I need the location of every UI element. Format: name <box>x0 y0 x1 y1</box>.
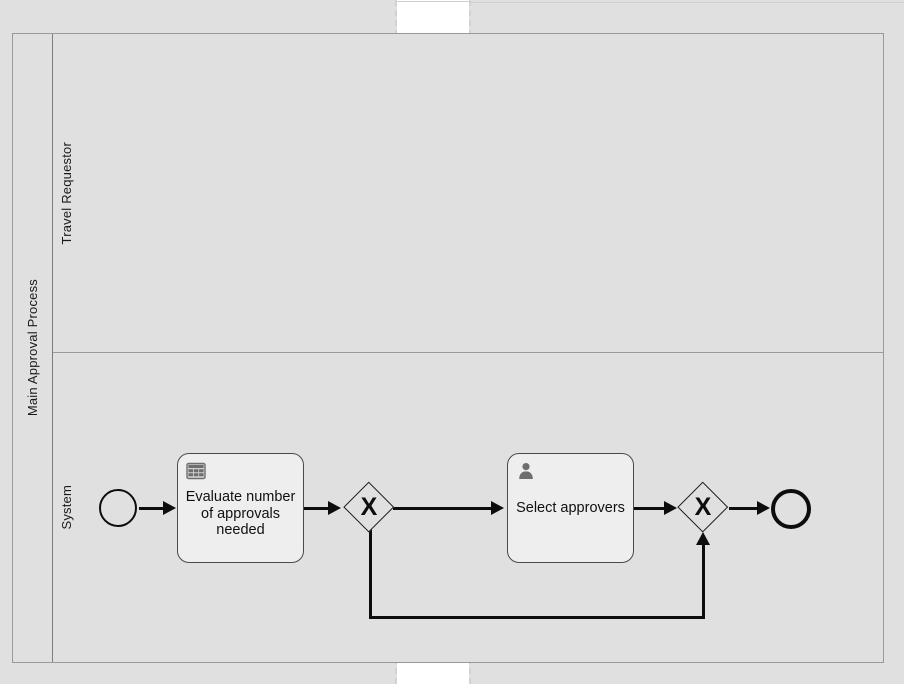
flow-gateway1-to-select-arrow <box>491 501 504 515</box>
flow-select-to-gateway2-line <box>634 507 666 510</box>
flow-start-to-evaluate-arrow <box>163 501 176 515</box>
end-event[interactable] <box>771 489 811 529</box>
flow-evaluate-to-gateway1-line <box>304 507 330 510</box>
exclusive-gateway-2[interactable]: X <box>677 481 729 533</box>
gateway-2-x-marker: X <box>694 492 712 521</box>
task-select-approvers[interactable]: Select approvers <box>507 453 634 563</box>
lane-divider <box>53 352 883 353</box>
flow-loopback-across <box>369 616 705 619</box>
flow-select-to-gateway2-arrow <box>664 501 677 515</box>
gateway-1-x-marker: X <box>360 492 378 521</box>
lane-header-travel-requestor: Travel Requestor <box>53 34 79 352</box>
pool-header: Main Approval Process <box>13 34 53 662</box>
page-top-rule-left <box>397 1 469 2</box>
lane-header-system: System <box>53 353 79 662</box>
lane-travel-requestor[interactable] <box>53 34 883 352</box>
flow-loopback-up <box>702 545 705 617</box>
lane-label-travel-requestor: Travel Requestor <box>58 141 74 245</box>
flow-gateway2-to-end-arrow <box>757 501 770 515</box>
pool-main-approval-process[interactable]: Main Approval Process Travel Requestor S… <box>12 33 884 663</box>
start-event[interactable] <box>99 489 137 527</box>
task-evaluate-approvals-label: Evaluate number of approvals needed <box>185 488 296 539</box>
flow-loopback-down <box>369 527 372 618</box>
page-top-rule <box>469 2 904 3</box>
exclusive-gateway-1[interactable]: X <box>343 481 395 533</box>
business-rule-table-icon <box>186 462 206 480</box>
flow-evaluate-to-gateway1-arrow <box>328 501 341 515</box>
user-person-icon <box>519 463 533 479</box>
flow-gateway1-to-select-line <box>393 507 493 510</box>
task-select-approvers-label: Select approvers <box>516 499 625 516</box>
flow-loopback-arrow <box>696 532 710 545</box>
flow-start-to-evaluate-line <box>139 507 165 510</box>
task-evaluate-approvals[interactable]: Evaluate number of approvals needed <box>177 453 304 563</box>
lane-label-system: System <box>58 485 74 530</box>
flow-gateway2-to-end-line <box>729 507 759 510</box>
pool-label: Main Approval Process <box>25 279 40 417</box>
